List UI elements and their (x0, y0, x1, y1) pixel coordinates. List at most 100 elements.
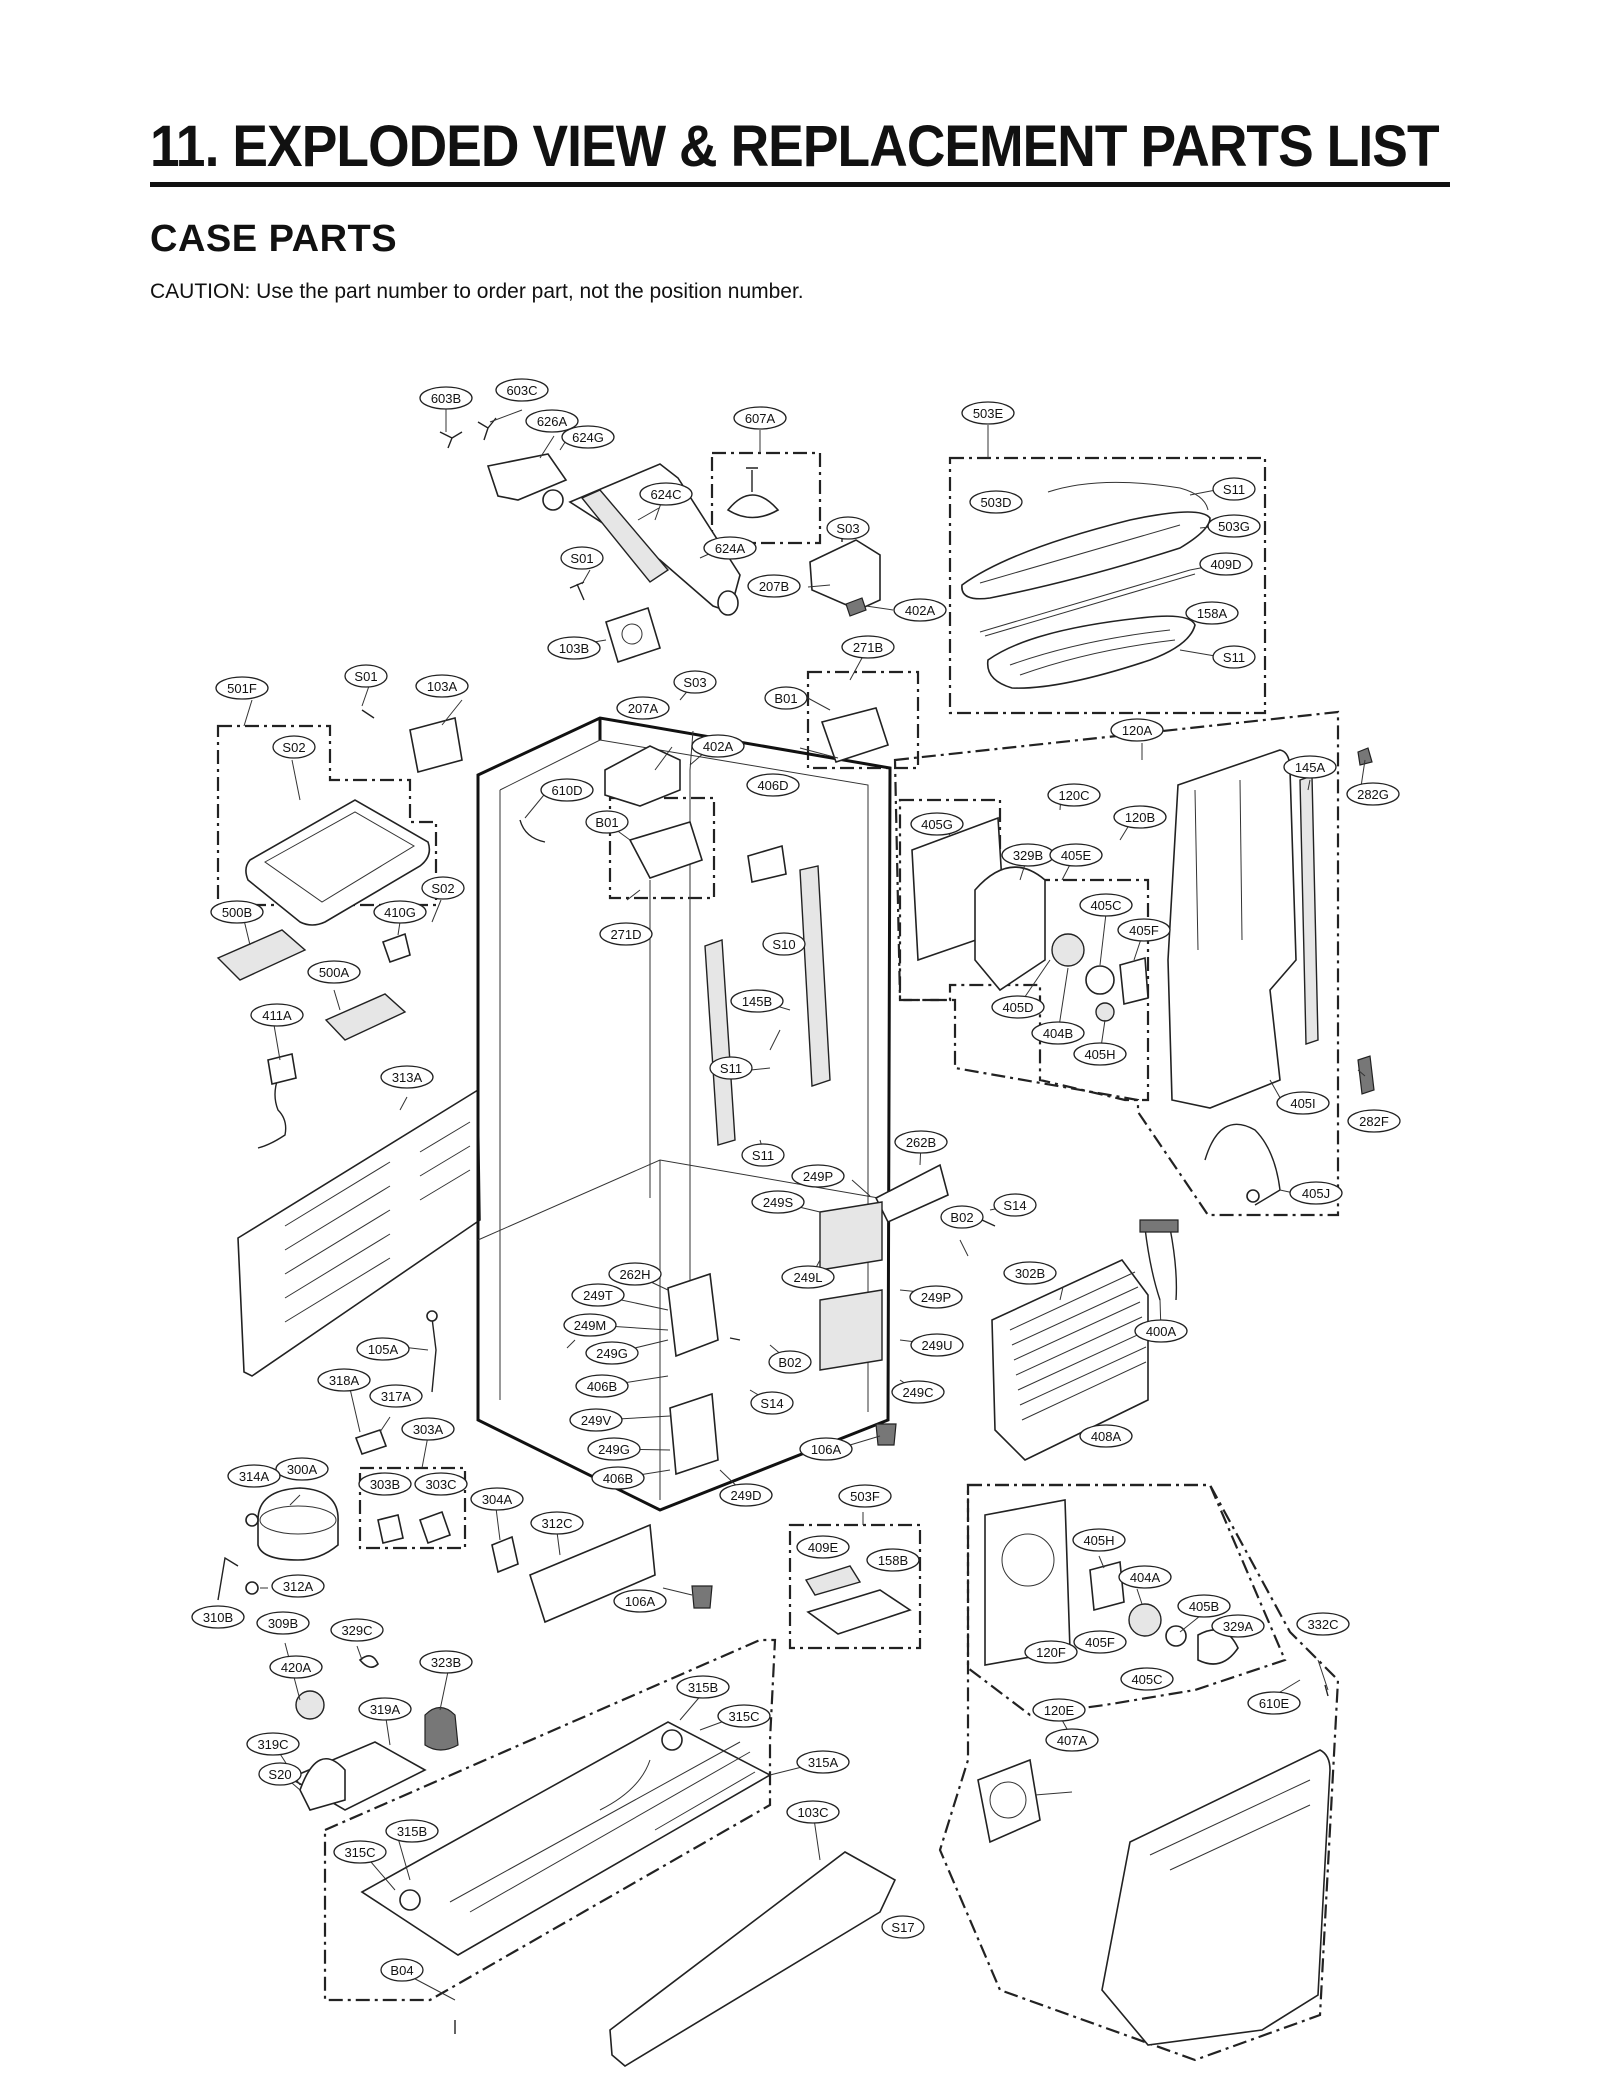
callout-bubble (969, 490, 1023, 514)
group-outline-303a (358, 1466, 467, 1550)
callout-label: 249P (921, 1290, 951, 1305)
callout-b02: B02 (940, 1205, 984, 1229)
group-outline-607a (710, 451, 822, 545)
callout-label: 158B (878, 1553, 908, 1568)
callout-bubble (1110, 718, 1164, 742)
part-145a-rail (1299, 775, 1319, 1045)
callout-329b: 329B (1001, 843, 1055, 867)
callout-bubble (560, 546, 604, 570)
callout-label: 271B (853, 640, 883, 655)
callout-bubble (613, 1589, 667, 1613)
callout-103c: 103C (786, 1800, 840, 1824)
callout-500a: 500A (307, 960, 361, 984)
callout-120b: 120B (1113, 805, 1167, 829)
callout-bubble (1134, 1319, 1188, 1343)
callout-bubble (1185, 601, 1239, 625)
callout-bubble (191, 1605, 245, 1629)
callout-bubble (1045, 1728, 1099, 1752)
callout-label: 309B (268, 1616, 298, 1631)
callout-label: 313A (392, 1070, 423, 1085)
callout-bubble (791, 1164, 845, 1188)
callout-409e: 409E (796, 1535, 850, 1559)
part-607a-cap (726, 494, 780, 519)
callout-bubble (275, 1457, 329, 1481)
callout-bubble (1118, 1565, 1172, 1589)
callout-label: 405F (1085, 1635, 1115, 1650)
callout-label: 106A (811, 1442, 842, 1457)
callout-label: 120C (1058, 788, 1089, 803)
callout-label: 249D (730, 1488, 761, 1503)
callout-label: 315B (397, 1824, 427, 1839)
callout-302b: 302B (1003, 1261, 1057, 1285)
callout-bubble (1283, 755, 1337, 779)
part-400a-heater (1144, 1227, 1178, 1301)
callout-bubble (747, 574, 801, 598)
callout-bubble (910, 1333, 964, 1357)
callout-label: 249C (902, 1385, 933, 1400)
callout-label: 302B (1015, 1266, 1045, 1281)
part-315b-grommet (661, 1729, 683, 1751)
callout-label: 329B (1013, 848, 1043, 863)
callout-bubble (1049, 843, 1103, 867)
part-106a-leg (875, 1423, 897, 1446)
callout-label: 120E (1044, 1703, 1075, 1718)
callout-label: 282G (1357, 787, 1389, 802)
callout-label: 120F (1036, 1645, 1066, 1660)
callout-bubble (585, 810, 629, 834)
callout-label: 315B (688, 1680, 718, 1695)
callout-323b: 323B (419, 1650, 473, 1674)
callout-s17: S17 (881, 1915, 925, 1939)
callout-bubble (307, 960, 361, 984)
callout-bubble (414, 1472, 468, 1496)
callout-405b: 405B (1177, 1594, 1231, 1618)
callout-label: 105A (368, 1342, 399, 1357)
callout-label: 315C (728, 1709, 759, 1724)
part-329c-fan (358, 1655, 379, 1668)
callout-label: 312A (283, 1579, 314, 1594)
callout-bubble (250, 1003, 304, 1027)
callout-bubble (585, 1341, 639, 1365)
part-145b-rail-left (704, 939, 736, 1146)
callout-249u: 249U (910, 1333, 964, 1357)
callout-s03: S03 (826, 516, 870, 540)
callout-label: 405B (1189, 1599, 1219, 1614)
callout-b04: B04 (380, 1958, 424, 1982)
callout-label: 603B (431, 391, 461, 406)
part-406d-bracket (747, 844, 787, 883)
part-323b-condenser-coil (424, 1706, 459, 1751)
part-603b-clip (439, 431, 463, 449)
group-outline-332c (938, 1483, 1340, 2062)
callout-405d: 405D (991, 995, 1045, 1019)
callout-120a: 120A (1110, 718, 1164, 742)
callout-s14: S14 (750, 1391, 794, 1415)
caution-note: CAUTION: Use the part number to order pa… (150, 280, 804, 303)
callout-bubble (826, 516, 870, 540)
callout-bubble (893, 598, 947, 622)
callout-624c: 624C (639, 482, 693, 506)
part-314a-grommet (245, 1513, 259, 1527)
callout-label: 402A (703, 739, 734, 754)
callout-158a: 158A (1185, 601, 1239, 625)
callout-bubble (1032, 1698, 1086, 1722)
callout-label: S02 (431, 881, 454, 896)
callout-120e: 120E (1032, 1698, 1086, 1722)
callout-120c: 120C (1047, 783, 1101, 807)
part-158b-lamp-lens (806, 1589, 912, 1635)
callout-bubble (1047, 783, 1101, 807)
callout-249s: 249S (751, 1190, 805, 1214)
callout-315c: 315C (717, 1704, 771, 1728)
callout-bubble (380, 1958, 424, 1982)
callout-label: 145A (1295, 760, 1326, 775)
callout-label: 406D (757, 778, 788, 793)
condenser-assembly (991, 1219, 1179, 1461)
callout-310b: 310B (191, 1605, 245, 1629)
callout-label: 304A (482, 1492, 513, 1507)
callout-303c: 303C (414, 1472, 468, 1496)
callout-bubble (781, 1265, 835, 1289)
callout-label: 624C (650, 487, 681, 502)
callout-label: 405H (1083, 1533, 1114, 1548)
callout-bubble (703, 536, 757, 560)
callout-bubble (415, 674, 469, 698)
callout-bubble (639, 482, 693, 506)
